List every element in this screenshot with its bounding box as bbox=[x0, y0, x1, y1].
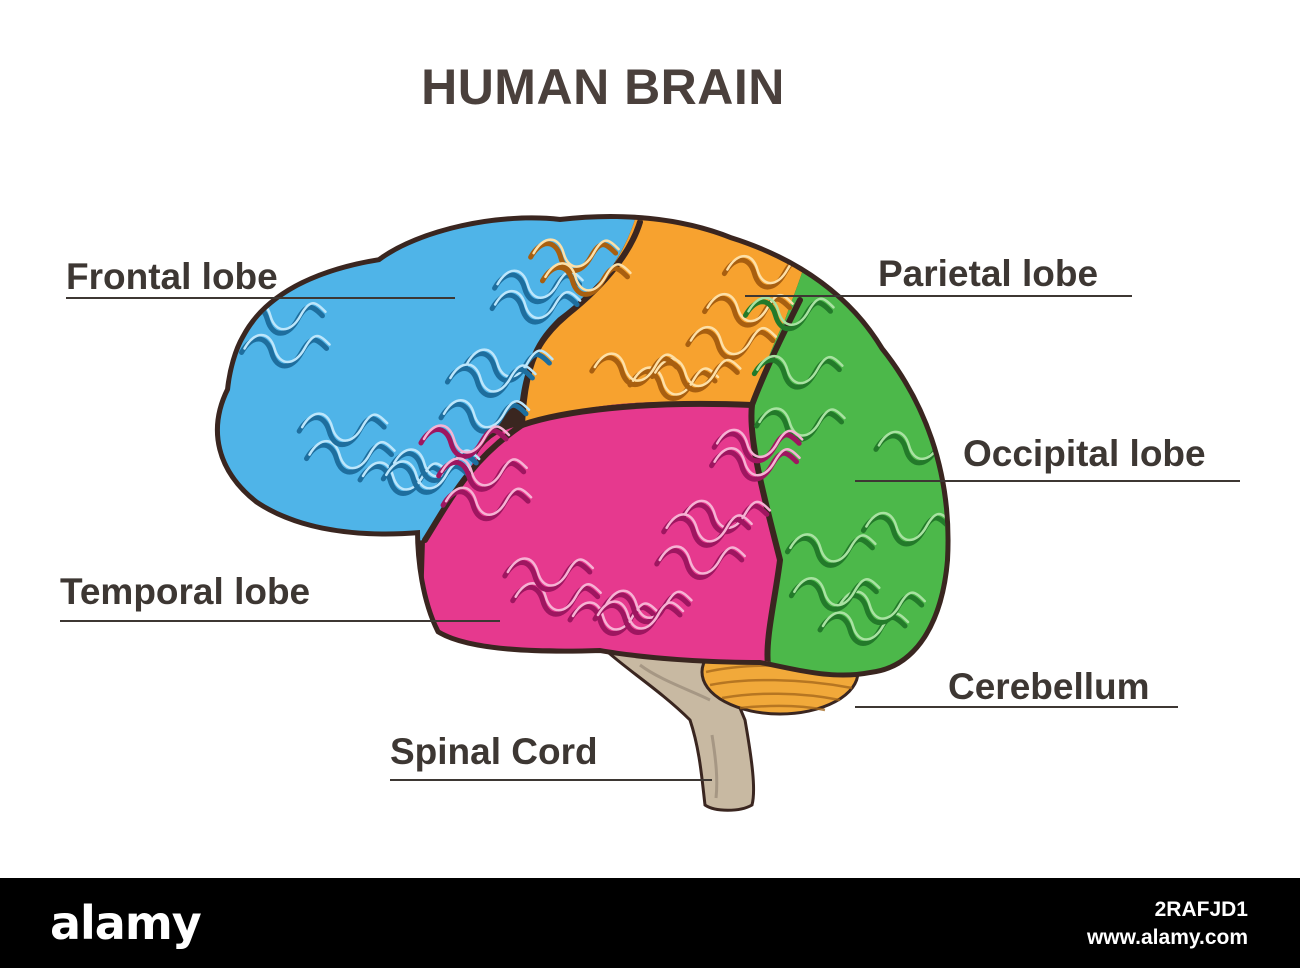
gyrus-highlight bbox=[514, 582, 602, 612]
gyrus-highlight bbox=[758, 407, 846, 437]
gyrus-highlight bbox=[893, 304, 946, 334]
gyrus-highlight bbox=[544, 262, 632, 292]
gyrus-highlight bbox=[300, 412, 389, 442]
image-id: 2RAFJD1 bbox=[1154, 898, 1248, 921]
gyrus-highlight bbox=[506, 557, 595, 587]
gyrus-highlight bbox=[654, 357, 742, 388]
brain-diagram bbox=[60, 214, 1240, 812]
gyrus-highlight bbox=[532, 238, 620, 268]
gyrus-highlight bbox=[571, 601, 660, 631]
gyrus-fold bbox=[702, 295, 793, 328]
gyrus-fold bbox=[444, 366, 535, 398]
parietal-lobe-label: Parietal lobe bbox=[878, 253, 1099, 294]
temporal-lobe-shape bbox=[420, 401, 780, 673]
gyrus-fold bbox=[600, 592, 691, 625]
gyrus-fold bbox=[440, 489, 531, 522]
gyrus-fold bbox=[784, 535, 875, 568]
gyrus-fold bbox=[239, 336, 330, 369]
gyrus-highlight bbox=[493, 289, 582, 320]
gyrus-highlight bbox=[689, 325, 778, 356]
gyrus-fold bbox=[418, 427, 509, 459]
gyrus-fold bbox=[888, 339, 946, 372]
gyrus-highlight bbox=[658, 545, 747, 575]
gyrus-highlight bbox=[596, 600, 685, 630]
gyrus-fold bbox=[751, 357, 842, 390]
diagram-title: HUMAN BRAIN bbox=[421, 59, 785, 115]
cerebellum-label: Cerebellum bbox=[948, 666, 1150, 707]
gyrus-fold bbox=[492, 272, 583, 305]
gyrus-highlight bbox=[631, 366, 720, 396]
gyrus-fold bbox=[567, 604, 658, 636]
gyrus-highlight bbox=[747, 296, 835, 327]
gyrus-fold bbox=[589, 355, 680, 388]
gyrus-highlight bbox=[877, 430, 946, 461]
gyrus-highlight bbox=[444, 486, 533, 516]
gyrus-highlight bbox=[361, 461, 450, 491]
gyrus-fold bbox=[873, 433, 946, 466]
gyrus-highlight bbox=[308, 439, 396, 470]
gyrus-fold bbox=[889, 307, 946, 340]
gyrus-highlight bbox=[243, 333, 331, 364]
alamy-logo: alamy bbox=[50, 896, 202, 950]
gyrus-fold bbox=[860, 514, 946, 547]
gyrus-highlight bbox=[789, 533, 877, 563]
gyrus-highlight bbox=[665, 513, 753, 543]
gyrus-fold bbox=[742, 299, 833, 332]
temporal-lobe-label: Temporal lobe bbox=[60, 571, 311, 612]
gyrus-highlight bbox=[422, 424, 511, 454]
gyrus-fold bbox=[627, 369, 718, 401]
gyrus-highlight bbox=[449, 363, 537, 393]
gyrus-fold bbox=[592, 603, 683, 635]
footer-url: www.alamy.com bbox=[1086, 926, 1248, 949]
spinal-cord-label: Spinal Cord bbox=[390, 731, 598, 772]
gyrus-highlight bbox=[440, 457, 528, 487]
gyrus-highlight bbox=[442, 399, 531, 429]
gyrus-fold bbox=[654, 548, 745, 580]
footer-bar: alamy 2RAFJD1 www.alamy.com bbox=[0, 878, 1300, 968]
gyrus-fold bbox=[788, 579, 879, 612]
gyrus-fold bbox=[304, 442, 395, 475]
gyrus-fold bbox=[754, 410, 845, 442]
gyrus-highlight bbox=[713, 446, 801, 477]
gyrus-fold bbox=[296, 415, 387, 448]
gyrus-fold bbox=[709, 449, 800, 482]
gyrus-fold bbox=[357, 464, 448, 496]
gyrus-fold bbox=[489, 292, 580, 325]
gyrus-highlight bbox=[793, 577, 881, 607]
gyrus-fold bbox=[438, 401, 529, 434]
gyrus-highlight bbox=[593, 352, 682, 382]
gyrus-highlight bbox=[756, 354, 844, 385]
gyrus-fold bbox=[711, 431, 802, 464]
gyrus-fold bbox=[685, 328, 776, 361]
occipital-lobe-label: Occipital lobe bbox=[963, 433, 1206, 474]
gyrus-fold bbox=[380, 462, 471, 495]
gyrus-highlight bbox=[865, 511, 946, 542]
gyrus-fold bbox=[510, 584, 601, 617]
gyrus-fold bbox=[539, 264, 630, 297]
gyrus-fold bbox=[436, 459, 527, 492]
gyrus-fold bbox=[502, 560, 593, 593]
gyrus-highlight bbox=[892, 336, 946, 367]
gyrus-highlight bbox=[605, 589, 693, 619]
gyrus-fold bbox=[661, 515, 752, 548]
gyrus-highlight bbox=[715, 428, 804, 459]
frontal-lobe-label: Frontal lobe bbox=[66, 256, 278, 297]
